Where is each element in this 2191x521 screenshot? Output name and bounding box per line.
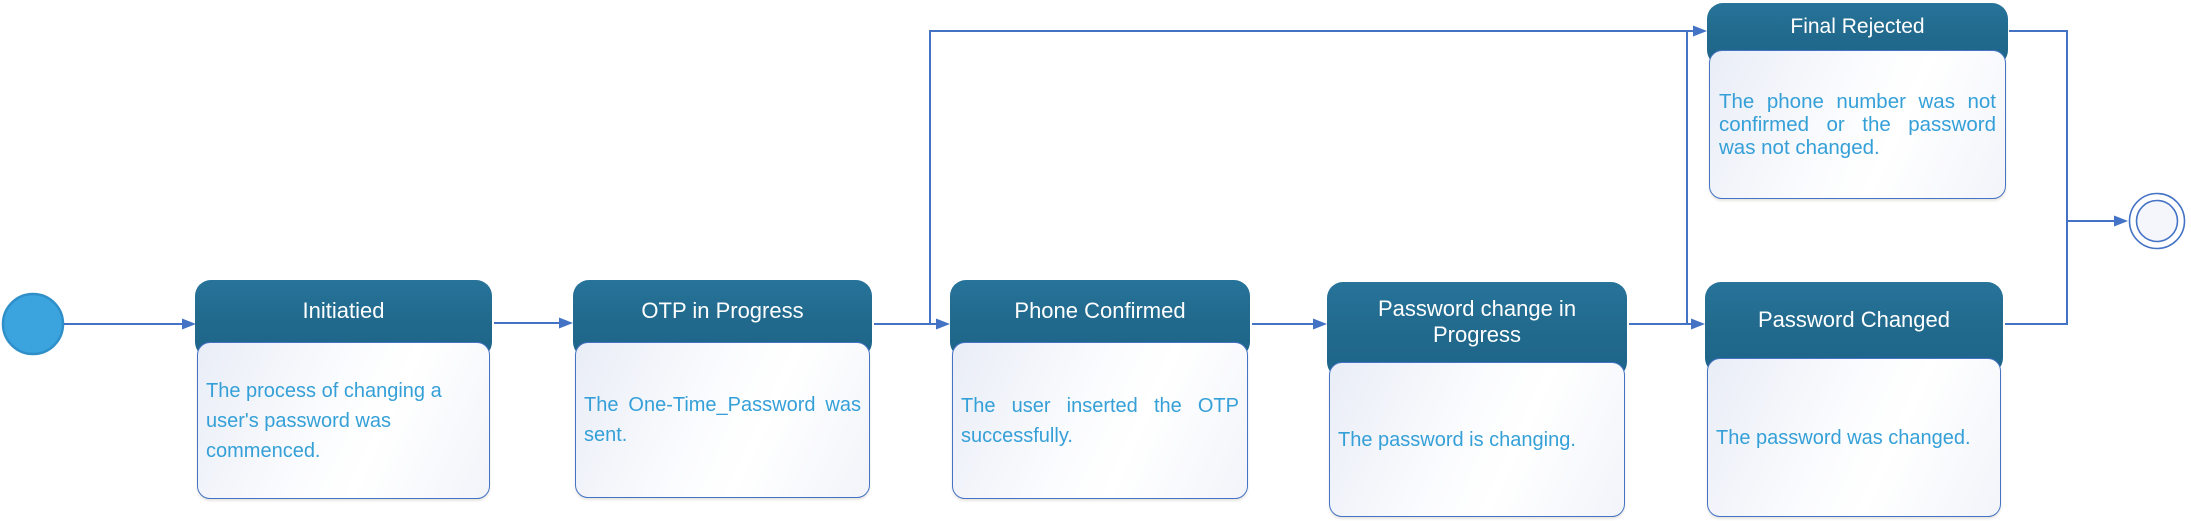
arrowhead-icon bbox=[2114, 215, 2128, 227]
state-title: Initiatied bbox=[302, 298, 385, 323]
arrowhead-icon bbox=[1313, 318, 1327, 330]
transition-final-rejected-to-final bbox=[2009, 30, 2068, 221]
arrowhead-icon bbox=[1691, 318, 1705, 330]
state-description: The password was changed. bbox=[1716, 426, 1971, 449]
state-phone-confirmed: The user inserted the OTP successfully. … bbox=[950, 280, 1250, 499]
state-final-rejected: The phone number was not confirmed or th… bbox=[1707, 3, 2008, 199]
state-description: The process of changing a user's passwor… bbox=[206, 379, 442, 462]
state-password-changed-body: The password was changed. bbox=[1707, 358, 2001, 517]
state-description: The phone number was not confirmed or th… bbox=[1719, 90, 1996, 159]
final-state-inner-circle bbox=[2135, 199, 2179, 243]
state-description: The One-Time_Password was sent. bbox=[584, 394, 861, 446]
state-phone-confirmed-body: The user inserted the OTP successfully. bbox=[952, 342, 1248, 499]
state-password-change-in-progress-body: The password is changing. bbox=[1329, 362, 1625, 517]
initial-state-dot bbox=[1, 292, 65, 356]
transition-password-changed-to-final bbox=[2005, 221, 2068, 325]
state-password-changed: The password was changed. Password Chang… bbox=[1705, 282, 2003, 517]
arrowhead-icon bbox=[182, 318, 196, 330]
arrowhead-icon bbox=[1693, 25, 1707, 37]
state-description: The password is changing. bbox=[1338, 428, 1576, 451]
state-final-rejected-body: The phone number was not confirmed or th… bbox=[1709, 50, 2006, 199]
state-initiated: The process of changing a user's passwor… bbox=[195, 280, 492, 499]
state-otp-in-progress-body: The One-Time_Password was sent. bbox=[575, 342, 870, 498]
arrowhead-icon bbox=[936, 318, 950, 330]
state-title: Final Rejected bbox=[1790, 14, 1925, 38]
state-password-change-in-progress: The password is changing. Password chang… bbox=[1327, 282, 1627, 517]
state-initiated-body: The process of changing a user's passwor… bbox=[197, 342, 490, 499]
arrowhead-icon bbox=[559, 317, 573, 329]
transition-otp-to-final-rejected bbox=[929, 30, 1693, 324]
state-title: Phone Confirmed bbox=[1014, 298, 1186, 323]
state-description: The user inserted the OTP successfully. bbox=[961, 394, 1239, 447]
state-otp-in-progress: The One-Time_Password was sent. OTP in P… bbox=[573, 280, 872, 498]
state-title: OTP in Progress bbox=[641, 298, 804, 323]
state-title: Password change in Progress bbox=[1377, 296, 1577, 347]
state-title: Password Changed bbox=[1757, 307, 1950, 332]
